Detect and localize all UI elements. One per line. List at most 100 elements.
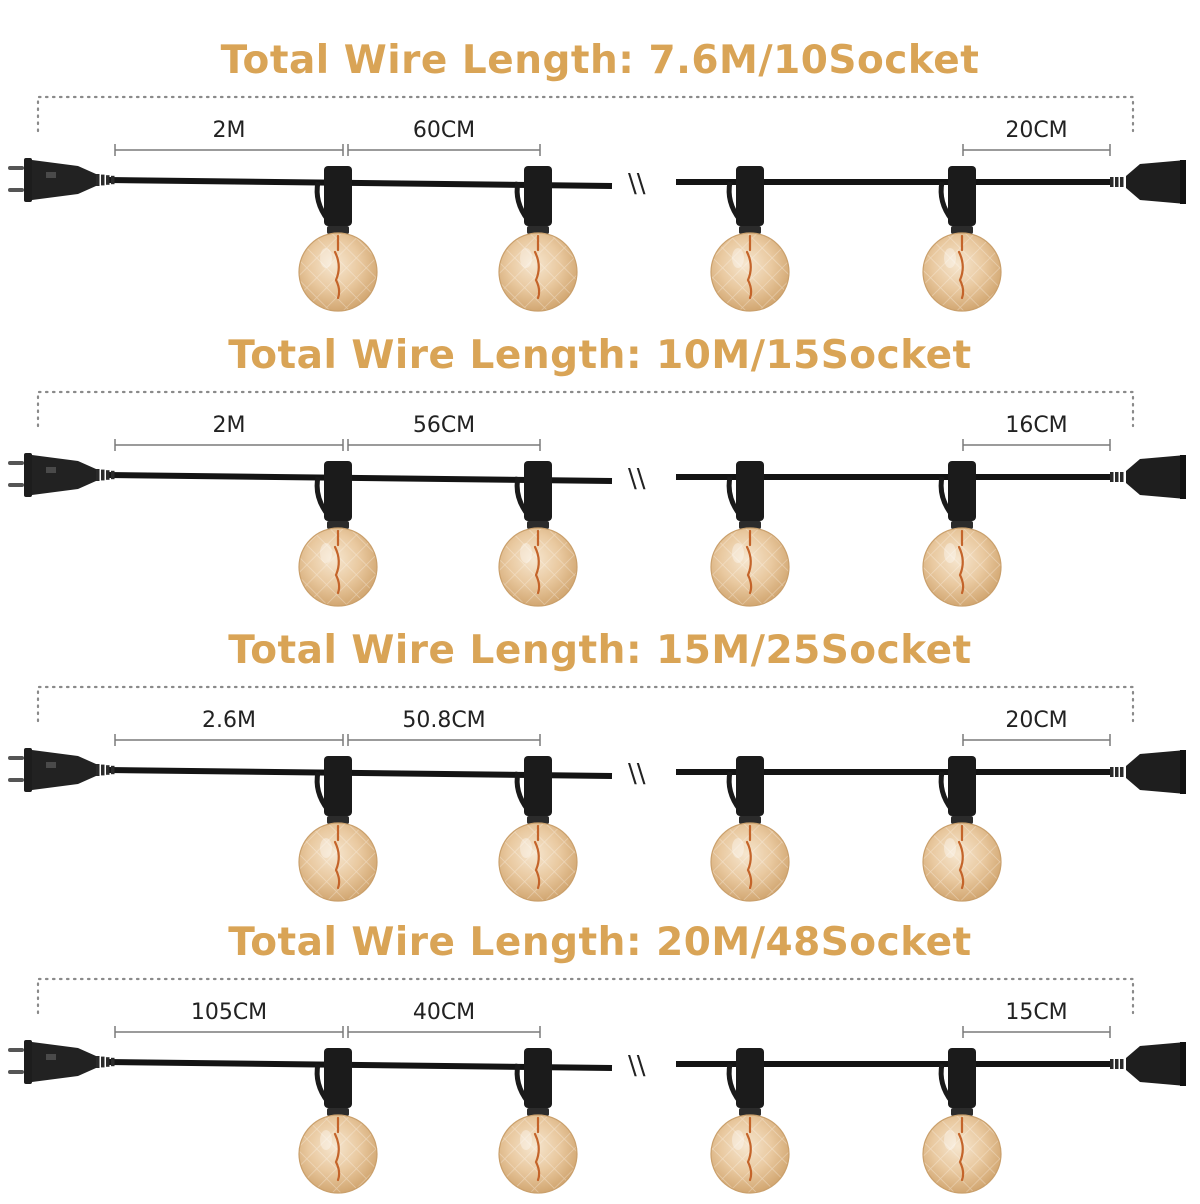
globe-bulb-icon xyxy=(922,1048,1002,1194)
bulb-highlight xyxy=(320,838,332,858)
bulb-socket xyxy=(524,166,552,226)
socket-rib xyxy=(1120,1059,1124,1069)
bulb-socket xyxy=(948,461,976,521)
row-title: Total Wire Length: 15M/25Socket xyxy=(228,628,972,673)
bulb-outline xyxy=(922,232,1002,312)
dimension-label-tail: 20CM xyxy=(1005,708,1068,733)
plug-pin xyxy=(8,461,24,465)
bulb-highlight xyxy=(520,1130,532,1150)
bulb-filament xyxy=(333,234,341,300)
bulb-socket xyxy=(524,756,552,816)
globe-bulb-icon xyxy=(710,1048,790,1194)
dimension-label-tail: 20CM xyxy=(1005,118,1068,143)
dimension-spacing xyxy=(347,1026,541,1038)
dimension-spacing xyxy=(347,439,541,451)
bulb-outline xyxy=(298,822,378,902)
bulb-base xyxy=(327,521,349,529)
dimension-label-tail: 16CM xyxy=(1005,413,1068,438)
bulb-socket xyxy=(324,1048,352,1108)
bulb-filament xyxy=(533,529,541,595)
globe-bulb-icon xyxy=(922,461,1002,607)
globe-bulb-icon xyxy=(298,166,378,312)
plug-marking xyxy=(46,467,56,473)
plug-face xyxy=(24,158,32,202)
bulb-socket xyxy=(736,461,764,521)
socket-face xyxy=(1180,455,1186,499)
bulb-highlight xyxy=(320,543,332,563)
bulb-highlight xyxy=(944,1130,956,1150)
socket-rib xyxy=(1110,472,1114,482)
bulb-base xyxy=(739,816,761,824)
bulb-base xyxy=(739,1108,761,1116)
bulb-socket xyxy=(524,1048,552,1108)
bulb-highlight xyxy=(320,1130,332,1150)
bulb-base xyxy=(951,816,973,824)
dimension-tail xyxy=(962,144,1111,156)
dimension-label-lead: 2.6M xyxy=(202,708,256,733)
socket-body xyxy=(1126,1042,1186,1086)
globe-bulb-icon xyxy=(498,461,578,607)
globe-bulb-icon xyxy=(710,756,790,902)
dimension-label-spacing: 56CM xyxy=(412,413,476,438)
bulb-base xyxy=(527,226,549,234)
bulb-filament xyxy=(533,1116,541,1182)
plug-pin xyxy=(8,1048,24,1052)
bulb-filament xyxy=(533,234,541,300)
plug-rib xyxy=(101,1056,105,1068)
plug-marking xyxy=(46,1054,56,1060)
eu-plug-icon xyxy=(8,748,115,792)
bulb-base xyxy=(327,226,349,234)
light-string-row-2: \\ xyxy=(8,390,1186,607)
cable-break-icon: \\ xyxy=(628,464,646,494)
globe-bulb-icon xyxy=(498,756,578,902)
cable-break-icon: \\ xyxy=(628,759,646,789)
plug-pin xyxy=(8,188,24,192)
bulb-filament xyxy=(745,234,753,300)
bulb-highlight xyxy=(732,248,744,268)
bulb-outline xyxy=(922,822,1002,902)
bulb-socket xyxy=(324,756,352,816)
bulb-highlight xyxy=(944,248,956,268)
bulb-filament xyxy=(957,529,965,595)
bulb-base xyxy=(951,1108,973,1116)
socket-body xyxy=(1126,750,1186,794)
socket-body xyxy=(1126,160,1186,204)
plug-pin xyxy=(8,778,24,782)
globe-bulb-icon xyxy=(298,461,378,607)
bulb-base xyxy=(327,1108,349,1116)
dimension-tail xyxy=(962,1026,1111,1038)
plug-pin xyxy=(8,1070,24,1074)
plug-body xyxy=(32,750,96,790)
plug-pin xyxy=(8,483,24,487)
plug-rib xyxy=(106,765,110,775)
dimension-lead xyxy=(114,734,344,746)
globe-bulb-icon xyxy=(498,166,578,312)
plug-face xyxy=(24,748,32,792)
plug-rib xyxy=(101,174,105,186)
socket-rib xyxy=(1115,1059,1119,1069)
bulb-outline xyxy=(298,1114,378,1194)
end-socket-icon xyxy=(1110,160,1186,204)
globe-bulb-icon xyxy=(922,756,1002,902)
bulb-socket xyxy=(948,1048,976,1108)
bulb-outline xyxy=(710,527,790,607)
light-string-row-4: \\ xyxy=(8,977,1186,1194)
globe-bulb-icon xyxy=(298,1048,378,1194)
bulb-filament xyxy=(745,824,753,890)
light-string-row-1: \\ xyxy=(8,95,1186,312)
dimension-label-spacing: 60CM xyxy=(412,118,476,143)
bulb-highlight xyxy=(732,543,744,563)
dimension-label-spacing: 40CM xyxy=(412,1000,476,1025)
plug-rib xyxy=(111,1057,115,1067)
bulb-base xyxy=(527,1108,549,1116)
bulb-outline xyxy=(922,527,1002,607)
bulb-outline xyxy=(710,1114,790,1194)
row-title: Total Wire Length: 20M/48Socket xyxy=(228,920,972,965)
globe-bulb-icon xyxy=(710,166,790,312)
bulb-outline xyxy=(298,527,378,607)
bulb-socket xyxy=(948,166,976,226)
socket-rib xyxy=(1120,177,1124,187)
socket-rib xyxy=(1115,767,1119,777)
dimension-spacing xyxy=(347,144,541,156)
